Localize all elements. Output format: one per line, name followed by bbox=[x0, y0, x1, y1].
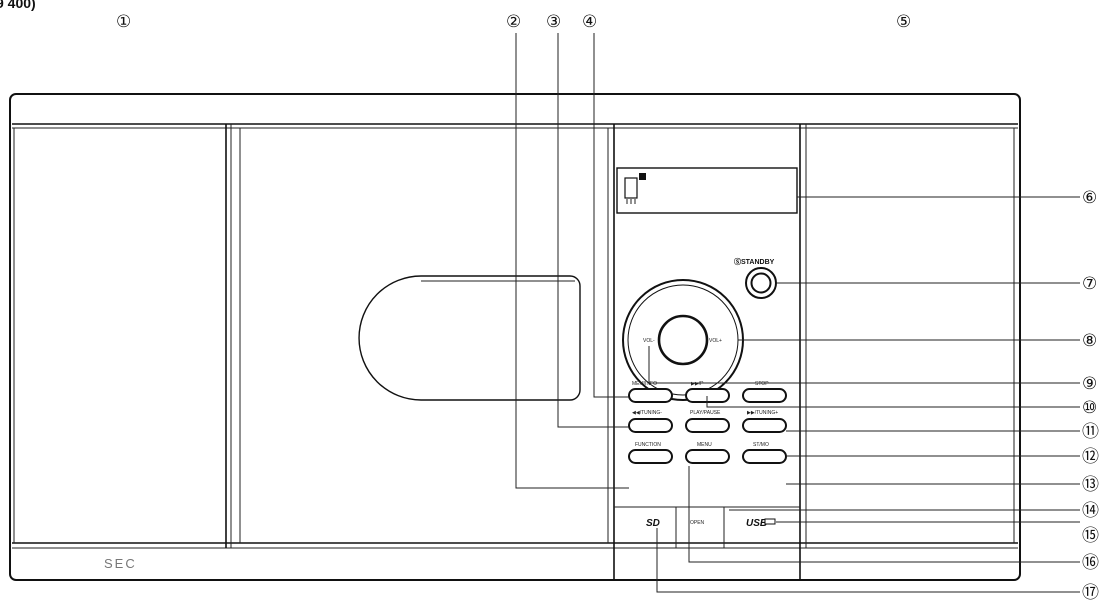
tuning-down-button[interactable] bbox=[628, 418, 673, 433]
callout-1: ① bbox=[116, 12, 131, 31]
play-pause-button[interactable] bbox=[685, 418, 730, 433]
callout-14: ⑭ bbox=[1082, 501, 1099, 520]
sleep-button[interactable] bbox=[742, 449, 787, 464]
mem-info-label: MEM/INFO bbox=[632, 381, 657, 387]
lcd-display bbox=[616, 167, 798, 214]
function-label: FUNCTION bbox=[635, 442, 661, 448]
callout-4: ④ bbox=[582, 12, 597, 31]
open-label: OPEN bbox=[690, 520, 705, 526]
tuning-up-button[interactable] bbox=[742, 418, 787, 433]
callout-8: ⑧ bbox=[1082, 331, 1097, 350]
callout-2: ② bbox=[506, 12, 521, 31]
stop-label: STOP bbox=[755, 381, 769, 387]
callout-10: ⑩ bbox=[1082, 398, 1097, 417]
usb-logo: USB bbox=[746, 518, 767, 529]
play-pause-label: PLAY/PAUSE bbox=[690, 410, 721, 416]
standby-label: ⓈSTANDBY bbox=[734, 257, 775, 266]
tuning-up-label: ▶▶/TUNING+ bbox=[747, 410, 778, 416]
callout-12: ⑫ bbox=[1082, 447, 1099, 466]
callout-15: ⑮ bbox=[1082, 526, 1099, 545]
menu-button[interactable] bbox=[685, 449, 730, 464]
control-panel: ⓈSTANDBY VOL- VOL+ MEM/INFO ▶▶/P STOP ◀◀… bbox=[613, 124, 801, 580]
leader-lines bbox=[515, 33, 1080, 593]
device-body bbox=[9, 93, 1021, 581]
brand-logo: SEC bbox=[104, 556, 137, 571]
port-strip bbox=[614, 506, 800, 548]
knob-right-label: VOL+ bbox=[709, 338, 722, 344]
callout-5: ⑤ bbox=[896, 12, 911, 31]
left-speaker bbox=[13, 124, 232, 548]
callout-11: ⑪ bbox=[1082, 422, 1099, 441]
header-partial-text: 9 400) bbox=[0, 0, 36, 11]
sleep-label: ST/MO bbox=[753, 442, 769, 448]
tuning-down-label: ◀◀/TUNING- bbox=[632, 410, 662, 416]
sd-logo: SD bbox=[646, 518, 660, 529]
callout-7: ⑦ bbox=[1082, 274, 1097, 293]
callout-9: ⑨ bbox=[1082, 374, 1097, 393]
play-top-label: ▶▶/P bbox=[691, 381, 704, 387]
standby-button[interactable] bbox=[745, 267, 777, 299]
menu-label: MENU bbox=[697, 442, 712, 448]
display-icon bbox=[624, 173, 646, 204]
callout-13: ⑬ bbox=[1082, 475, 1099, 494]
callout-numbers: ① ② ③ ④ ⑤ ⑥ ⑦ ⑧ ⑨ ⑩ ⑪ ⑫ ⑬ ⑭ ⑮ ⑯ ⑰ bbox=[116, 12, 1099, 602]
knob-left-label: VOL- bbox=[643, 338, 655, 344]
callout-17: ⑰ bbox=[1082, 583, 1099, 602]
callout-3: ③ bbox=[546, 12, 561, 31]
callout-16: ⑯ bbox=[1082, 553, 1099, 572]
usb-slot[interactable] bbox=[764, 518, 776, 525]
cd-door bbox=[239, 128, 609, 543]
callout-6: ⑥ bbox=[1082, 188, 1097, 207]
function-button[interactable] bbox=[628, 449, 673, 464]
mem-info-button[interactable] bbox=[628, 388, 673, 403]
stop-button[interactable] bbox=[742, 388, 787, 403]
